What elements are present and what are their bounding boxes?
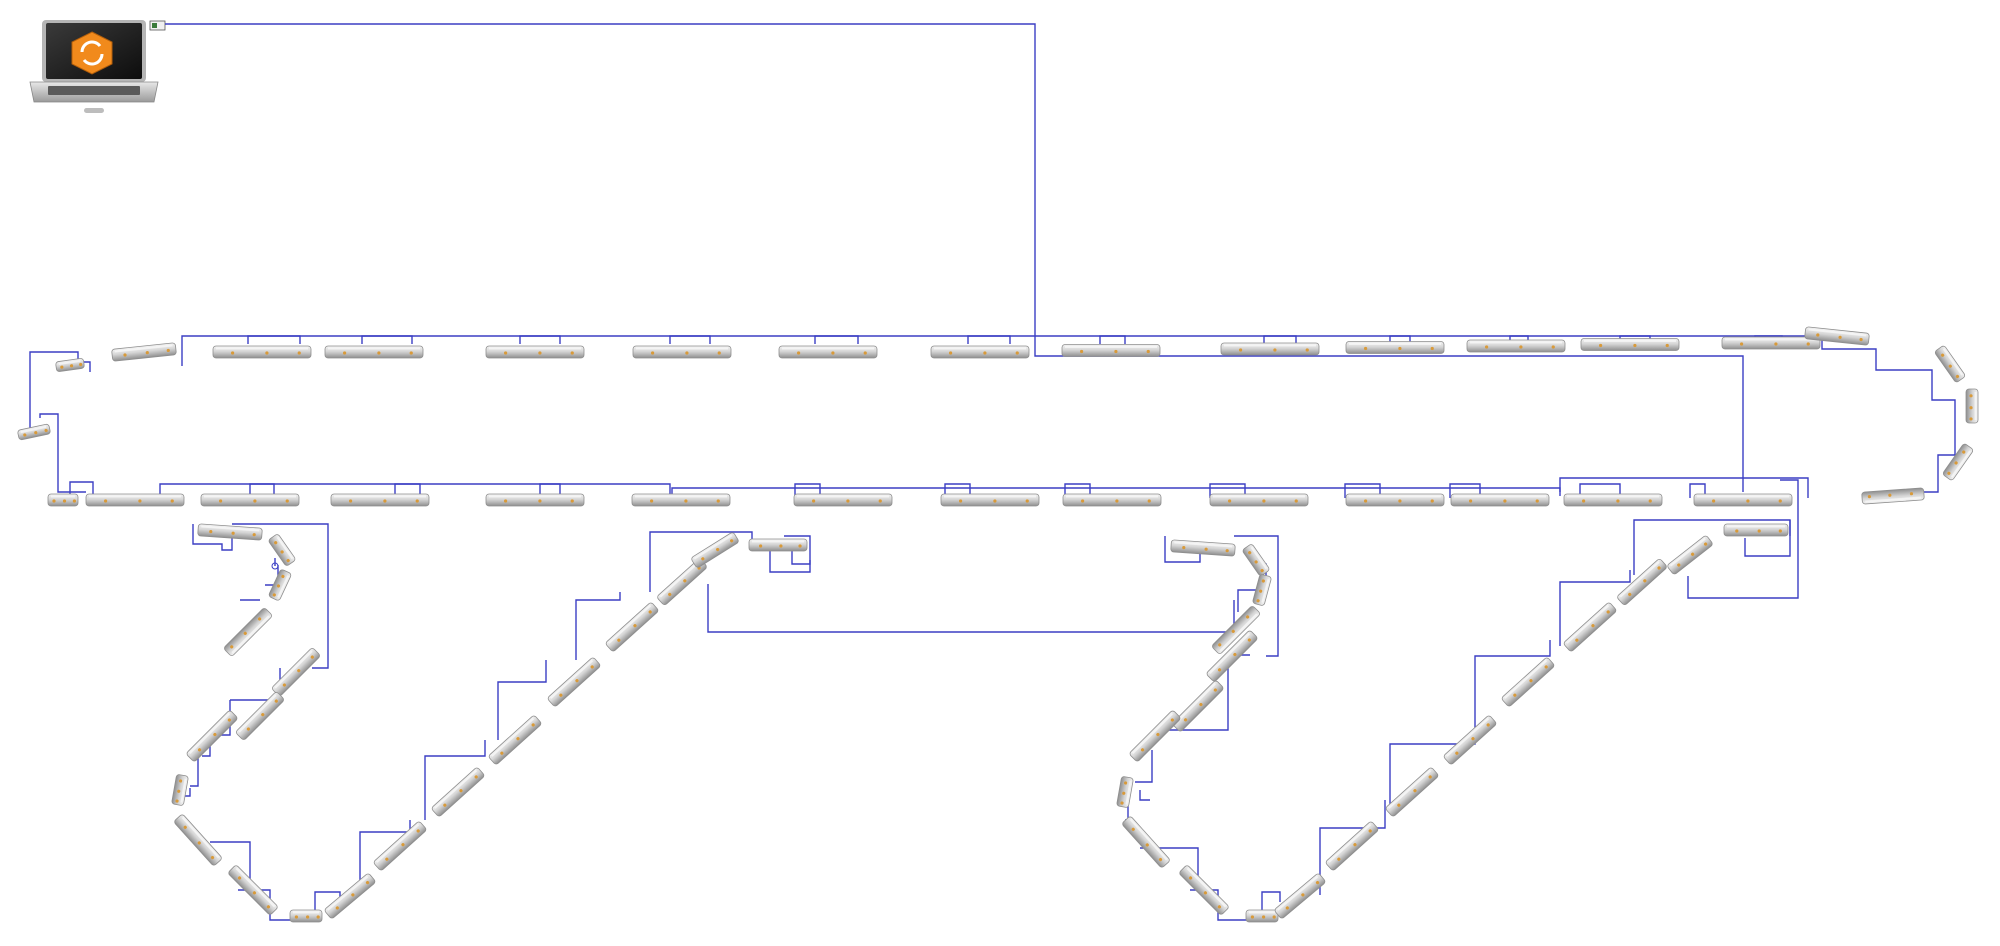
conveyor-segment[interactable] bbox=[1129, 710, 1181, 762]
control-wire bbox=[815, 336, 858, 344]
conveyor-segment[interactable] bbox=[1563, 602, 1617, 652]
conveyor-segment[interactable] bbox=[691, 532, 740, 569]
conveyor-segment[interactable] bbox=[213, 346, 311, 358]
conveyor-segment[interactable] bbox=[1467, 340, 1565, 352]
wiring-layer bbox=[30, 24, 1955, 920]
conveyor-segment[interactable] bbox=[1667, 535, 1714, 575]
conveyor-segment[interactable] bbox=[223, 607, 272, 656]
conveyor-segment[interactable] bbox=[486, 494, 584, 506]
conveyor-segment[interactable] bbox=[794, 494, 892, 506]
conveyor-segment[interactable] bbox=[1179, 865, 1230, 916]
conveyor-segment[interactable] bbox=[1346, 342, 1444, 354]
conveyor-segment[interactable] bbox=[1210, 494, 1308, 506]
conveyor-segment[interactable] bbox=[201, 494, 299, 506]
conveyor-segment[interactable] bbox=[55, 358, 84, 372]
conveyor-segment[interactable] bbox=[1443, 715, 1497, 765]
conveyor-segment[interactable] bbox=[1062, 345, 1160, 357]
conveyor-segment[interactable] bbox=[1346, 494, 1444, 506]
control-wire bbox=[708, 584, 1234, 632]
control-wire bbox=[968, 336, 1010, 344]
conveyor-segment[interactable] bbox=[228, 865, 279, 916]
conveyor-segment[interactable] bbox=[1581, 339, 1679, 351]
conveyor-segment[interactable] bbox=[547, 657, 601, 707]
conveyor-segment[interactable] bbox=[486, 346, 584, 358]
conveyor-segment[interactable] bbox=[1063, 494, 1161, 506]
control-wire bbox=[770, 548, 810, 572]
conveyor-segment[interactable] bbox=[1501, 657, 1555, 707]
conveyor-segment[interactable] bbox=[1942, 443, 1974, 481]
conveyor-segment[interactable] bbox=[325, 346, 423, 358]
conveyor-segment[interactable] bbox=[431, 767, 485, 817]
conveyor-segment[interactable] bbox=[173, 814, 222, 867]
control-wire bbox=[165, 24, 1743, 492]
conveyor-segment[interactable] bbox=[1121, 816, 1170, 869]
conveyor-segment[interactable] bbox=[605, 602, 659, 652]
conveyor-segment[interactable] bbox=[171, 774, 188, 806]
conveyor-segment[interactable] bbox=[271, 647, 320, 696]
conveyor-segment[interactable] bbox=[1242, 543, 1270, 576]
conveyor-segment[interactable] bbox=[324, 873, 376, 919]
control-wire bbox=[248, 336, 300, 344]
conveyor-segment[interactable] bbox=[290, 910, 322, 922]
conveyor-segment[interactable] bbox=[633, 346, 731, 358]
conveyor-segment[interactable] bbox=[1862, 488, 1925, 504]
conveyor-segment[interactable] bbox=[779, 346, 877, 358]
conveyor-segment[interactable] bbox=[1274, 873, 1326, 919]
conveyor-segment[interactable] bbox=[1722, 337, 1820, 349]
conveyor-segment[interactable] bbox=[17, 424, 50, 440]
control-wire bbox=[520, 336, 560, 344]
control-wire bbox=[362, 336, 412, 344]
control-wire bbox=[1100, 336, 1125, 344]
controller-laptop-icon[interactable] bbox=[30, 20, 158, 113]
control-wire bbox=[182, 336, 1955, 492]
control-wire bbox=[1560, 570, 1630, 646]
conveyor-segment[interactable] bbox=[488, 715, 542, 765]
conveyor-segment[interactable] bbox=[1246, 910, 1278, 922]
conveyor-segment[interactable] bbox=[1385, 767, 1439, 817]
conveyor-segment[interactable] bbox=[1694, 494, 1792, 506]
conveyor-segment[interactable] bbox=[931, 346, 1029, 358]
conveyor-segment[interactable] bbox=[941, 494, 1039, 506]
conveyor-segment[interactable] bbox=[86, 494, 184, 506]
conveyor-segment[interactable] bbox=[331, 494, 429, 506]
conveyor-segment[interactable] bbox=[1451, 494, 1549, 506]
conveyor-segment[interactable] bbox=[1724, 524, 1788, 536]
conveyor-segment[interactable] bbox=[1966, 389, 1978, 423]
conveyor-segment[interactable] bbox=[1172, 680, 1224, 732]
conveyor-segment[interactable] bbox=[1116, 776, 1133, 808]
conveyor-segment[interactable] bbox=[1564, 494, 1662, 506]
conveyor-segment[interactable] bbox=[373, 821, 427, 871]
conveyor-segment[interactable] bbox=[268, 533, 296, 566]
conveyor-segment[interactable] bbox=[1221, 343, 1319, 355]
conveyor-segment[interactable] bbox=[235, 691, 284, 740]
conveyor-segments bbox=[17, 327, 1978, 922]
conveyor-segment[interactable] bbox=[186, 710, 238, 762]
conveyor-segment[interactable] bbox=[1171, 540, 1236, 556]
control-wire bbox=[670, 336, 710, 344]
network-port-icon bbox=[150, 21, 165, 30]
conveyor-segment[interactable] bbox=[198, 524, 263, 540]
conveyor-segment[interactable] bbox=[749, 539, 807, 551]
conveyor-segment[interactable] bbox=[112, 343, 177, 362]
conveyor-segment[interactable] bbox=[1934, 345, 1966, 383]
conveyor-segment[interactable] bbox=[48, 494, 78, 506]
control-wire bbox=[1140, 790, 1150, 800]
conveyor-segment[interactable] bbox=[632, 494, 730, 506]
